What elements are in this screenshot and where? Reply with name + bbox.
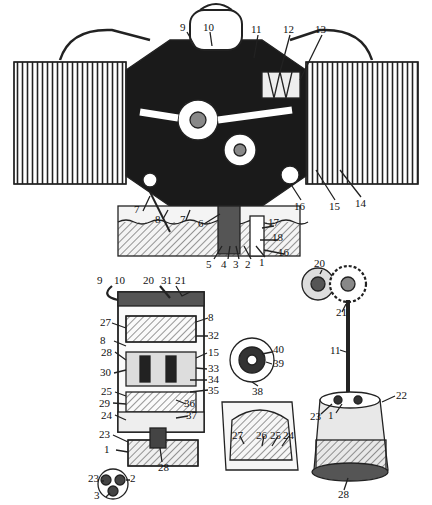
callout-number: 9 [180,22,186,33]
callout-number: 17 [268,217,279,228]
callout-number: 25 [270,430,281,441]
callout-number: 31 [161,275,172,286]
callout-number: 8 [155,214,161,225]
callout-number: 24 [101,410,112,421]
callout-number: 40 [273,344,284,355]
callout-number: 3 [94,490,100,501]
callout-number: 20 [314,258,325,269]
callout-number: 4 [221,259,227,270]
callout-number: 23 [88,473,99,484]
callout-number: 36 [184,398,195,409]
callout-number: 35 [208,385,219,396]
callout-number: 24 [283,430,294,441]
callout-number: 20 [143,275,154,286]
callout-number: 11 [251,24,262,35]
callout-number: 13 [315,24,326,35]
callout-number: 39 [273,358,284,369]
callout-number: 2 [130,473,136,484]
callout-number: 15 [329,201,340,212]
callout-number: 16 [278,247,289,258]
callout-number: 34 [208,374,219,385]
callout-number: 33 [208,363,219,374]
callout-number: 28 [338,489,349,500]
callout-number: 8 [100,335,106,346]
callout-number: 30 [100,367,111,378]
callout-number: 3 [233,259,239,270]
callout-number: 10 [114,275,125,286]
callout-number: 14 [355,198,366,209]
callout-number: 16 [294,201,305,212]
callout-number: 18 [272,232,283,243]
callout-number: 1 [259,257,265,268]
callout-number: 15 [208,347,219,358]
callout-number: 38 [252,386,263,397]
callout-number: 25 [101,386,112,397]
callout-number: 32 [208,330,219,341]
callout-number: 22 [396,390,407,401]
callout-number: 23 [310,411,321,422]
callout-number: 28 [101,347,112,358]
callout-number: 29 [99,398,110,409]
callout-number: 5 [206,259,212,270]
callout-number: 6 [198,218,204,229]
callout-number: 26 [256,430,267,441]
callout-number: 7 [134,204,140,215]
callout-number: 7 [180,214,186,225]
callout-number: 10 [203,22,214,33]
callout-number: 11 [330,345,341,356]
callout-number: 27 [232,430,243,441]
callout-number: 1 [104,444,110,455]
callout-number: 28 [158,462,169,473]
callout-number: 1 [328,410,334,421]
callout-number: 9 [97,275,103,286]
callout-number: 12 [283,24,294,35]
callout-number: 8 [208,312,214,323]
callout-number: 27 [100,317,111,328]
callout-number: 21 [336,307,347,318]
callout-number: 21 [175,275,186,286]
callout-number: 2 [245,259,251,270]
callout-number: 37 [186,410,197,421]
callout-number: 23 [99,429,110,440]
